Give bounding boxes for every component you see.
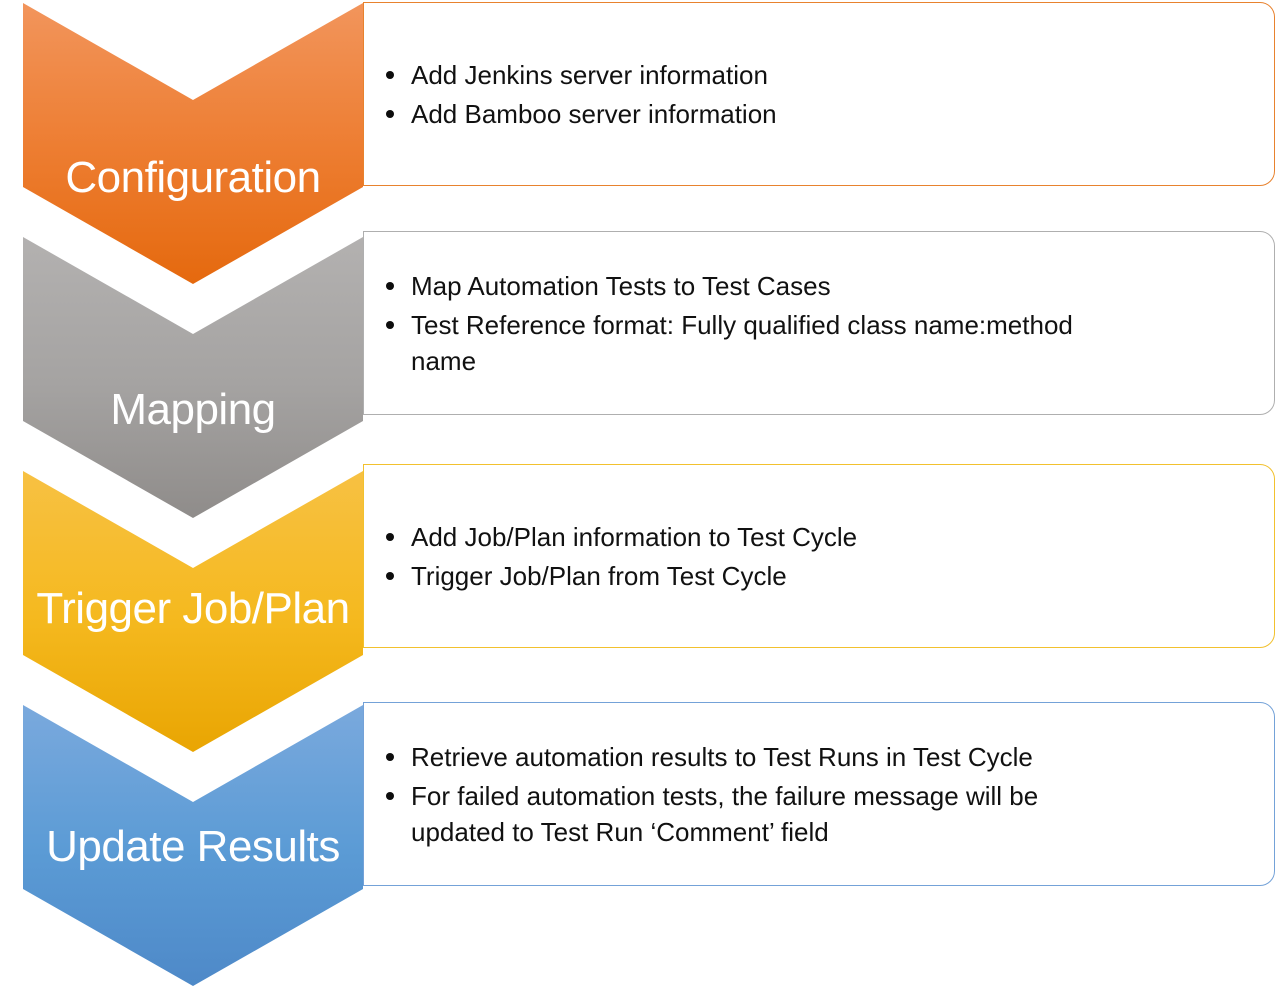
bullet-icon <box>386 281 394 290</box>
bullet-icon <box>386 320 394 329</box>
bullet-text: Map Automation Tests to Test Cases <box>411 270 831 301</box>
chevron-trigger-job-plan-label: Trigger Job/Plan <box>36 583 350 633</box>
bullet-item: Retrieve automation results to Test Runs… <box>386 739 1250 775</box>
bullet-item: Add Jenkins server information <box>386 57 1250 93</box>
bullet-item: Test Reference format: Fully qualified c… <box>386 307 1250 379</box>
bullet-text: Trigger Job/Plan from Test Cycle <box>411 560 787 591</box>
bullet-text: Add Job/Plan information to Test Cycle <box>411 521 858 552</box>
chevron-mapping-label: Mapping <box>110 384 276 434</box>
bullet-item: Map Automation Tests to Test Cases <box>386 268 1250 304</box>
bullet-item: For failed automation tests, the failure… <box>386 778 1250 850</box>
bullet-icon <box>386 109 394 118</box>
bullet-icon <box>386 791 394 800</box>
chevron-configuration-label: Configuration <box>65 152 321 202</box>
bullet-icon <box>386 532 394 541</box>
chevron-update-results-label: Update Results <box>46 821 340 871</box>
bullet-item: Trigger Job/Plan from Test Cycle <box>386 558 1250 594</box>
bullet-text: Add Jenkins server information <box>411 59 768 90</box>
bullet-text: Test Reference format: Fully qualified c… <box>411 309 1073 376</box>
bullet-text: Add Bamboo server information <box>411 98 777 129</box>
detail-box-update-results: Retrieve automation results to Test Runs… <box>363 702 1275 886</box>
update-results-bullet-list: Retrieve automation results to Test Runs… <box>386 736 1250 853</box>
bullet-icon <box>386 571 394 580</box>
bullet-icon <box>386 752 394 761</box>
bullet-item: Add Bamboo server information <box>386 96 1250 132</box>
bullet-text: For failed automation tests, the failure… <box>411 780 1039 847</box>
bullet-icon <box>386 70 394 79</box>
bullet-text: Retrieve automation results to Test Runs… <box>411 741 1033 772</box>
chevron-configuration: Configuration <box>23 3 363 284</box>
bullet-item: Add Job/Plan information to Test Cycle <box>386 519 1250 555</box>
